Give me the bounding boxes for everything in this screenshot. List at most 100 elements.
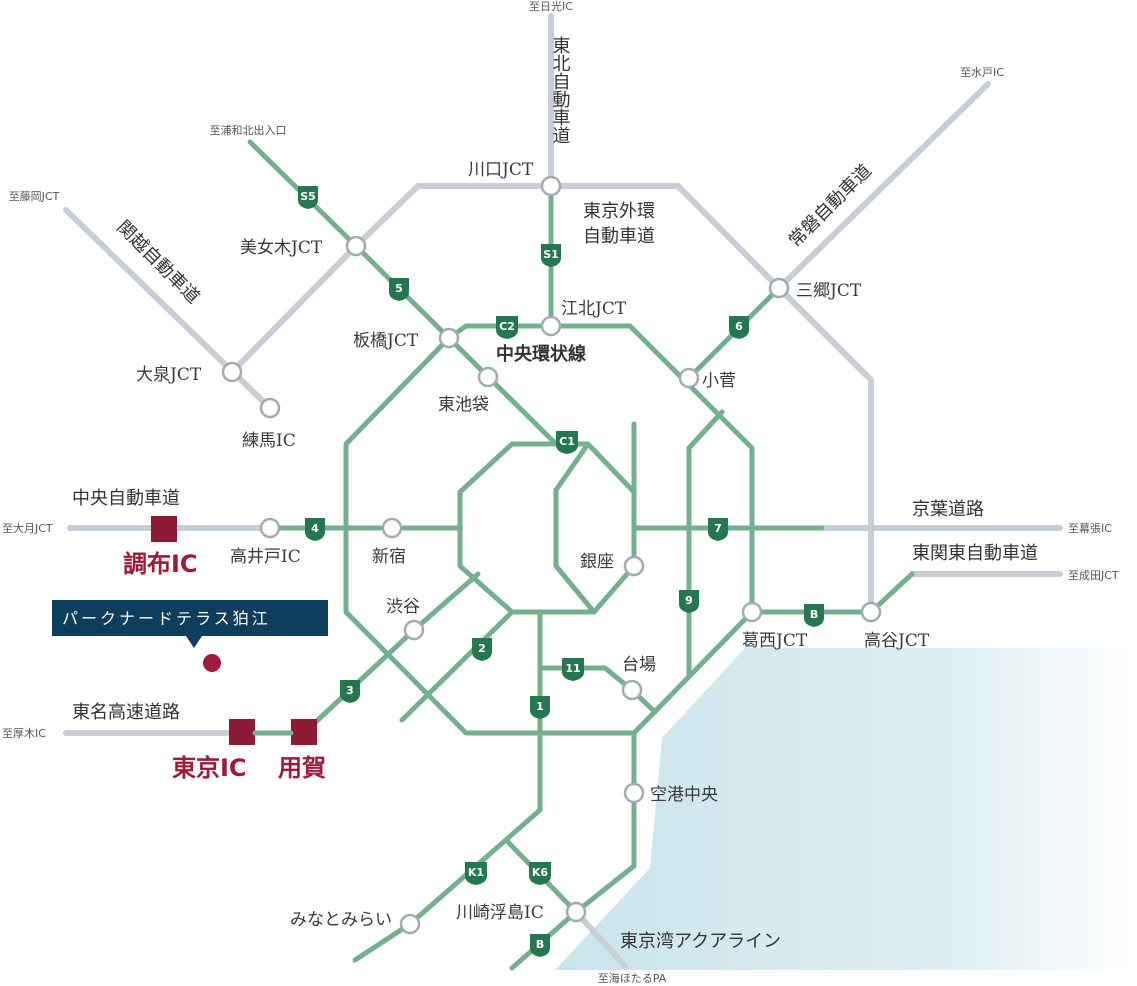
label-kohoku-jct: 江北JCT [561,299,627,319]
route-b [749,571,915,615]
route-2 [399,609,515,723]
label-kuko-chuo: 空港中央 [650,785,718,805]
dest-otsuki: 至大月JCT [2,521,53,535]
label-gaikan-2: 自動車道 [583,226,655,247]
label-aqualine: 東京湾アクアライン [620,931,781,952]
shield-k1: K1 [465,862,487,885]
shield-4: 4 [305,518,325,541]
chofu-ic-marker [151,516,177,542]
label-daiba: 台場 [622,655,656,675]
dest-umihotaru: 至海ほたるPA [598,971,667,985]
route-shields: S5 S1 5 6 C2 C1 4 7 [298,186,824,957]
dest-narita: 至成田JCT [1068,569,1119,582]
aqualine-line [573,909,628,969]
label-keiyo-road: 京葉道路 [912,499,984,520]
label-gaikan-1: 東京外環 [583,201,655,222]
label-tokyo-ic: 東京IC [172,754,247,782]
label-takaido-ic: 高井戸IC [230,547,301,567]
svg-text:C1: C1 [559,435,575,448]
label-higashi-ikebukuro: 東池袋 [438,395,489,415]
joban-expressway [776,81,991,291]
label-tohoku-expressway: 東北自動車道 [550,36,571,144]
label-kosuge: 小菅 [702,371,736,391]
node-ginza [623,555,645,577]
svg-text:5: 5 [395,282,403,295]
node-koya-jct [860,601,882,623]
svg-text:4: 4 [311,522,319,535]
label-oizumi-jct: 大泉JCT [136,365,202,385]
svg-text:1: 1 [536,700,544,713]
node-kasai-jct [741,601,763,623]
node-minatomirai [399,913,421,935]
svg-text:S5: S5 [300,190,316,203]
label-tomei-expressway: 東名高速道路 [72,702,180,723]
label-higashi-kanto: 東関東自動車道 [912,543,1038,564]
shield-s5: S5 [298,186,318,209]
shield-3: 3 [340,680,360,703]
route-9 [686,409,725,679]
shield-9: 9 [679,590,699,613]
label-bijogi-jct: 美女木JCT [240,238,323,258]
shield-1: 1 [530,696,550,719]
svg-text:K1: K1 [468,866,484,879]
label-shinjuku: 新宿 [372,547,406,567]
label-misato-jct: 三郷JCT [796,281,862,301]
node-kawaguchi-jct [540,175,562,197]
label-minatomirai: みなとみらい [290,910,392,930]
node-daiba [621,679,643,701]
route-c1 [457,441,637,615]
yoga-marker [291,719,317,745]
svg-text:7: 7 [714,522,722,535]
shield-s1: S1 [541,244,561,267]
dest-makuhari: 至幕張IC [1068,521,1112,535]
label-itabashi-jct: 板橋JCT [353,331,419,351]
node-higashi-ikebukuro [477,366,499,388]
property-callout: パークナードテラス狛江 [52,600,328,672]
shield-b-east: B [804,604,824,627]
svg-text:3: 3 [346,684,354,697]
junction-nodes [221,175,882,935]
node-kosuge [678,367,700,389]
label-ginza: 銀座 [580,552,614,572]
svg-text:11: 11 [565,662,580,675]
svg-text:K6: K6 [532,866,549,879]
label-nerima-ic: 練馬IC [242,431,296,451]
dest-nikko: 至日光IC [529,0,573,13]
node-bijogi-jct [345,235,367,257]
node-takaido-ic [259,517,281,539]
dest-urawa: 至浦和北出入口 [210,123,287,137]
label-yoga: 用賀 [278,754,326,782]
ginza-link [553,441,597,615]
node-kohoku-jct [540,315,562,337]
shield-k6: K6 [529,862,551,885]
dest-atsugi: 至厚木IC [2,727,46,740]
node-itabashi-jct [438,327,460,349]
svg-text:2: 2 [478,642,486,655]
node-misato-jct [768,277,790,299]
label-kawaguchi-jct: 川口JCT [468,160,534,180]
label-chuo-kanjo: 中央環状線 [496,343,586,365]
label-chofu-ic: 調布IC [123,550,198,578]
label-koya-jct: 高谷JCT [864,631,930,651]
shield-b-south: B [530,934,550,957]
shield-6: 6 [729,316,749,339]
label-kasai-jct: 葛西JCT [742,631,808,651]
shield-11: 11 [562,658,584,681]
svg-text:B: B [536,938,544,951]
label-chuo-expressway: 中央自動車道 [72,488,180,509]
label-shibuya: 渋谷 [386,597,420,617]
svg-text:6: 6 [735,320,743,333]
dest-fujioka: 至藤岡JCT [9,190,60,203]
dest-mito: 至水戸IC [960,66,1004,79]
property-location-dot [203,654,221,672]
callout-box [52,600,328,648]
shield-7: 7 [708,518,728,541]
shield-c1: C1 [556,431,578,454]
tokyo-ic-marker [229,719,255,745]
tokyo-bay [555,648,1137,970]
shield-c2: C2 [496,316,518,339]
node-kawasaki-ukishima-ic [565,901,587,923]
svg-text:C2: C2 [499,320,515,333]
callout-text: パークナードテラス狛江 [62,609,271,628]
shield-5: 5 [389,278,409,301]
